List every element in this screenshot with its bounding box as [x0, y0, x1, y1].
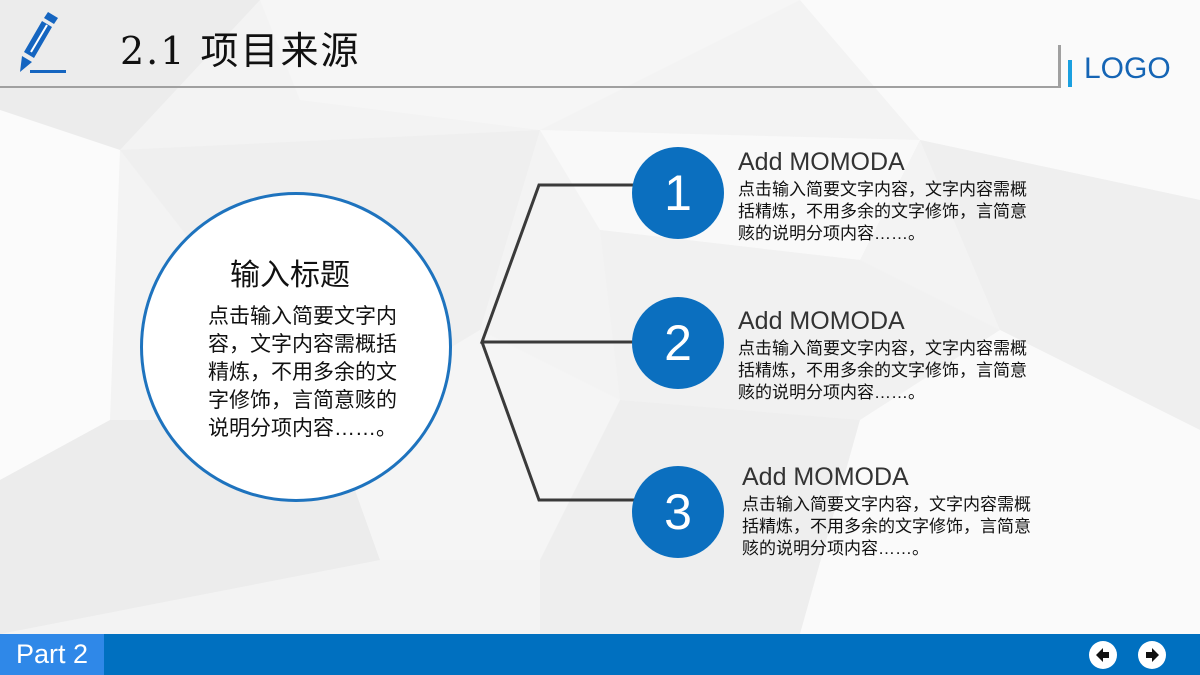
item-number-badge-3: 3 — [632, 466, 724, 558]
arrow-left-icon — [1096, 648, 1109, 662]
page-title: 2.1 项目来源 — [120, 26, 370, 76]
next-slide-button[interactable] — [1138, 641, 1166, 669]
footer-bar — [0, 634, 1200, 675]
item-title-3[interactable]: Add MOMODA — [742, 463, 909, 491]
item-number-badge-2: 2 — [632, 297, 724, 389]
item-title-2[interactable]: Add MOMODA — [738, 307, 905, 335]
main-topic-title[interactable]: 输入标题 — [230, 259, 350, 292]
title-number: 2.1 — [120, 29, 187, 73]
arrow-right-icon — [1146, 648, 1159, 662]
title-divider — [1058, 45, 1061, 88]
prev-slide-button[interactable] — [1089, 641, 1117, 669]
item-number-badge-1: 1 — [632, 147, 724, 239]
item-body-1[interactable]: 点击输入简要文字内容，文字内容需概括精炼，不用多余的文字修饰，言简意赅的说明分项… — [738, 180, 1027, 243]
main-topic-circle — [140, 192, 452, 502]
main-topic-body[interactable]: 点击输入简要文字内容，文字内容需概括精炼，不用多余的文字修饰，言简意赅的说明分项… — [208, 305, 397, 440]
logo-accent-bar — [1068, 60, 1072, 87]
pencil-icon — [20, 12, 66, 73]
logo: LOGO — [1084, 52, 1171, 85]
title-text: 项目来源 — [200, 29, 361, 73]
item-body-3[interactable]: 点击输入简要文字内容，文字内容需概括精炼，不用多余的文字修饰，言简意赅的说明分项… — [742, 495, 1031, 558]
title-underline — [0, 86, 1060, 88]
item-body-2[interactable]: 点击输入简要文字内容，文字内容需概括精炼，不用多余的文字修饰，言简意赅的说明分项… — [738, 339, 1027, 402]
part-label: Part 2 — [0, 634, 104, 675]
item-title-1[interactable]: Add MOMODA — [738, 148, 905, 176]
